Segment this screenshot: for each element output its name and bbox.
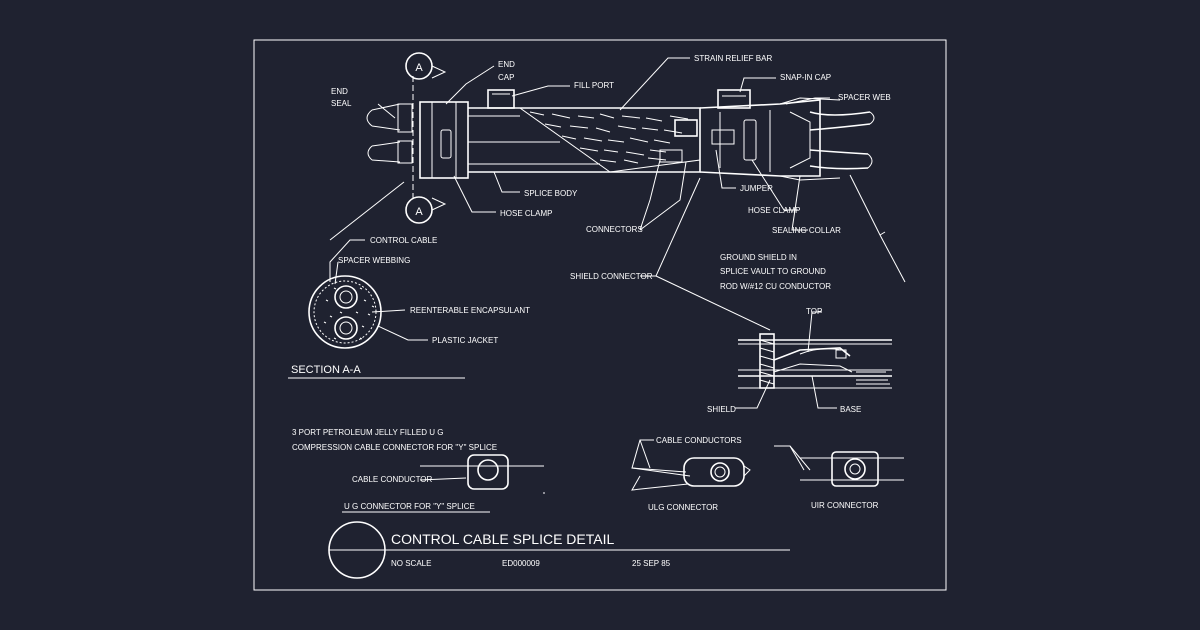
- label-fill-port: FILL PORT: [574, 81, 614, 90]
- label-spacer-web: SPACER WEB: [838, 93, 891, 102]
- label-end-seal-1: END: [331, 87, 348, 96]
- title-block: [328, 521, 790, 579]
- label-strain-relief-bar: STRAIN RELIEF BAR: [694, 54, 772, 63]
- drawing-number: ED000009: [502, 559, 540, 568]
- label-hose-clamp-left: HOSE CLAMP: [500, 209, 552, 218]
- label-sealing-collar: SEALING COLLAR: [772, 226, 841, 235]
- connector-inner-1: [674, 119, 698, 137]
- label-hose-clamp-right: HOSE CLAMP: [748, 206, 800, 215]
- label-port-desc-2: COMPRESSION CABLE CONNECTOR FOR "Y" SPLI…: [292, 443, 497, 452]
- section-marker-bottom-label: A: [415, 206, 423, 218]
- label-spacer-webbing: SPACER WEBBING: [338, 256, 410, 265]
- connector-inner-2: [659, 149, 683, 163]
- label-ground-shield-1: GROUND SHIELD IN: [720, 253, 797, 262]
- label-splice-body: SPLICE BODY: [524, 189, 578, 198]
- splice-assembly: [366, 76, 875, 200]
- label-uir-connector: UIR CONNECTOR: [811, 501, 879, 510]
- label-ground-shield-3: ROD W/#12 CU CONDUCTOR: [720, 282, 831, 291]
- conductor-bottom: [334, 316, 358, 340]
- fill-port: [487, 89, 515, 109]
- sheet-border: [253, 39, 947, 591]
- jumper-body: [711, 129, 735, 145]
- leader-lines-main: [329, 57, 906, 331]
- section-marker-bottom: A: [405, 196, 447, 224]
- label-end-cap-2: CAP: [498, 73, 514, 82]
- label-ground-shield-2: SPLICE VAULT TO GROUND: [720, 267, 826, 276]
- ulg-connector-detail: [631, 439, 751, 491]
- label-shield-connector: SHIELD CONNECTOR: [570, 272, 653, 281]
- splice-right-half: [699, 99, 821, 177]
- label-port-desc-1: 3 PORT PETROLEUM JELLY FILLED U G: [292, 428, 443, 437]
- label-section-title: SECTION A-A: [291, 364, 361, 376]
- hose-clamp-right-body: [743, 119, 757, 161]
- ulg-connector-body: [683, 457, 745, 487]
- cable-jacket-outer: [308, 275, 382, 349]
- section-marker-top: A: [405, 52, 447, 80]
- label-reenterable-encapsulant: REENTERABLE ENCAPSULANT: [410, 306, 530, 315]
- section-marker-top-label: A: [415, 62, 423, 74]
- shield-connector-detail: [735, 311, 892, 409]
- label-cable-conductors: CABLE CONDUCTORS: [656, 436, 742, 445]
- label-snap-in-cap: SNAP-IN CAP: [780, 73, 831, 82]
- encapsulant-dots: [323, 287, 375, 340]
- label-shield: SHIELD: [707, 405, 736, 414]
- ug-connector-detail: [342, 454, 545, 513]
- label-end-cap-1: END: [498, 60, 515, 69]
- drawing-date: 25 SEP 85: [632, 559, 671, 568]
- encapsulant-hatch: [529, 111, 689, 164]
- conductor-top: [334, 285, 358, 309]
- ug-connector-body: [467, 454, 509, 490]
- shield-base-plate: [773, 363, 853, 373]
- label-jumper: JUMPER: [740, 184, 773, 193]
- drawing-scale: NO SCALE: [391, 559, 431, 568]
- label-plastic-jacket: PLASTIC JACKET: [432, 336, 498, 345]
- encapsulant-region: [518, 107, 701, 173]
- uir-connector-detail: [774, 445, 904, 487]
- label-ug-connector: U G CONNECTOR FOR "Y" SPLICE: [344, 502, 475, 511]
- label-end-seal-2: SEAL: [331, 99, 352, 108]
- label-base: BASE: [840, 405, 861, 414]
- label-ulg-connector: ULG CONNECTOR: [648, 503, 718, 512]
- section-a-a: [288, 261, 465, 379]
- uir-connector-body: [831, 451, 879, 487]
- drawing-title: CONTROL CABLE SPLICE DETAIL: [391, 531, 614, 547]
- label-control-cable: CONTROL CABLE: [370, 236, 437, 245]
- end-cap: [419, 101, 469, 179]
- label-connectors: CONNECTORS: [586, 225, 643, 234]
- snap-in-cap: [717, 89, 751, 109]
- label-top: TOP: [806, 307, 822, 316]
- label-cable-conductor: CABLE CONDUCTOR: [352, 475, 433, 484]
